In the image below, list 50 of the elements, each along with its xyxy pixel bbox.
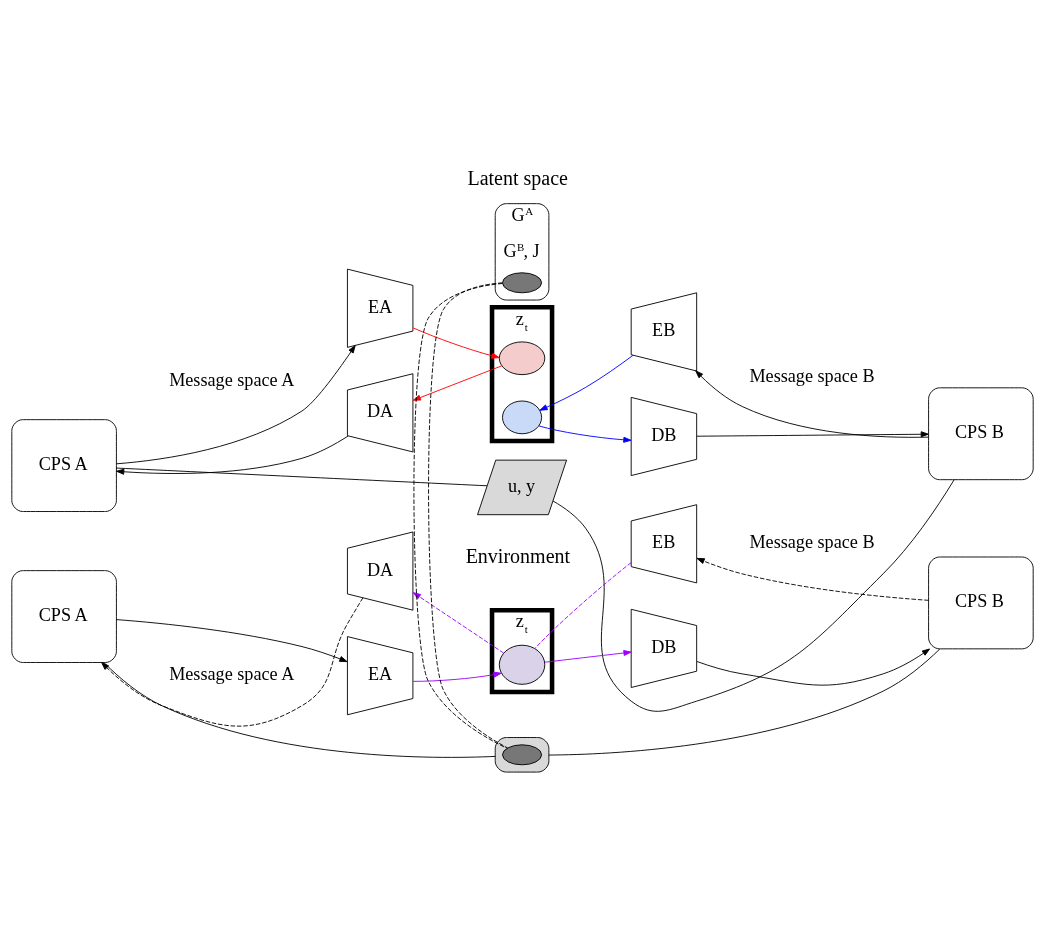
node-box: CPS A xyxy=(11,569,117,663)
arrow xyxy=(412,591,505,654)
label: Message space A xyxy=(169,663,295,684)
arrow xyxy=(412,326,500,359)
arrow xyxy=(101,596,364,726)
node-blob xyxy=(502,271,543,293)
connector xyxy=(534,561,632,649)
connector xyxy=(413,282,508,749)
arrow xyxy=(695,369,929,438)
connector xyxy=(103,661,496,758)
node-blob xyxy=(502,743,543,765)
connector xyxy=(116,467,488,486)
node-box: EA xyxy=(346,268,414,348)
node-box: DA xyxy=(346,531,414,611)
node-box: EB xyxy=(630,503,698,583)
connector xyxy=(428,281,509,748)
node-label: G$^{A}$ xyxy=(511,204,534,225)
cluster xyxy=(494,736,550,773)
node-blob xyxy=(502,400,543,434)
arrow xyxy=(412,671,502,682)
label: Message space A xyxy=(169,369,295,390)
node-box: DB xyxy=(630,608,698,688)
arrow xyxy=(116,618,348,662)
arrow xyxy=(116,435,349,475)
arrow xyxy=(696,430,929,437)
label: Environment xyxy=(465,544,571,567)
label: Message space B xyxy=(749,531,875,552)
node-blob xyxy=(498,340,546,375)
cluster xyxy=(494,202,550,300)
node-box: EA xyxy=(346,635,414,715)
label: Latent space xyxy=(467,166,568,189)
node-box: CPS B xyxy=(928,556,1034,649)
arrow xyxy=(539,354,634,411)
node-blob xyxy=(498,644,546,685)
arrow xyxy=(696,557,929,601)
label: Message space B xyxy=(749,365,875,386)
connector xyxy=(552,478,955,712)
arrow xyxy=(412,364,503,401)
connector xyxy=(548,648,941,755)
node-label: G$^{B}$, J xyxy=(503,240,540,261)
cluster: z$_{t}$ xyxy=(489,607,555,694)
node-box: CPS A xyxy=(11,418,117,512)
arrow xyxy=(538,424,632,443)
node-box: DB xyxy=(630,396,698,476)
node-box: EB xyxy=(630,291,698,371)
node-box: CPS B xyxy=(928,386,1034,480)
arrow xyxy=(116,344,356,464)
arrow xyxy=(696,648,931,686)
node-box: DA xyxy=(346,372,414,452)
arrow xyxy=(544,649,632,663)
